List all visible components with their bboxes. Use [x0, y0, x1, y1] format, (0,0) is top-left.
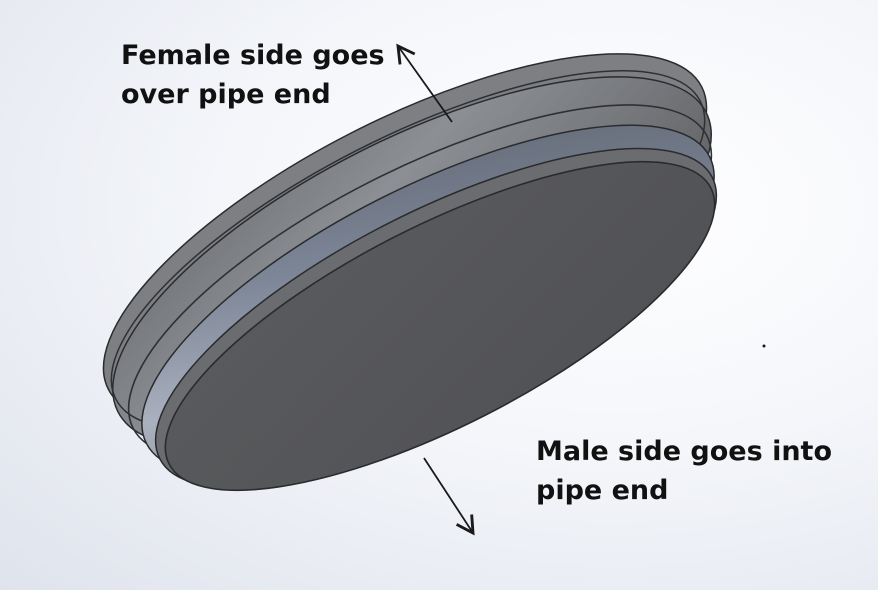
male-end-face: [164, 160, 716, 492]
pipe-cap: [102, 53, 718, 492]
male-arrow: [423, 457, 475, 536]
female-arrow: [396, 43, 453, 123]
stray-dot: [762, 344, 766, 348]
male-side-label: Male side goes into pipe end: [536, 436, 833, 506]
female-side-label: Female side goes over pipe end: [121, 40, 385, 110]
